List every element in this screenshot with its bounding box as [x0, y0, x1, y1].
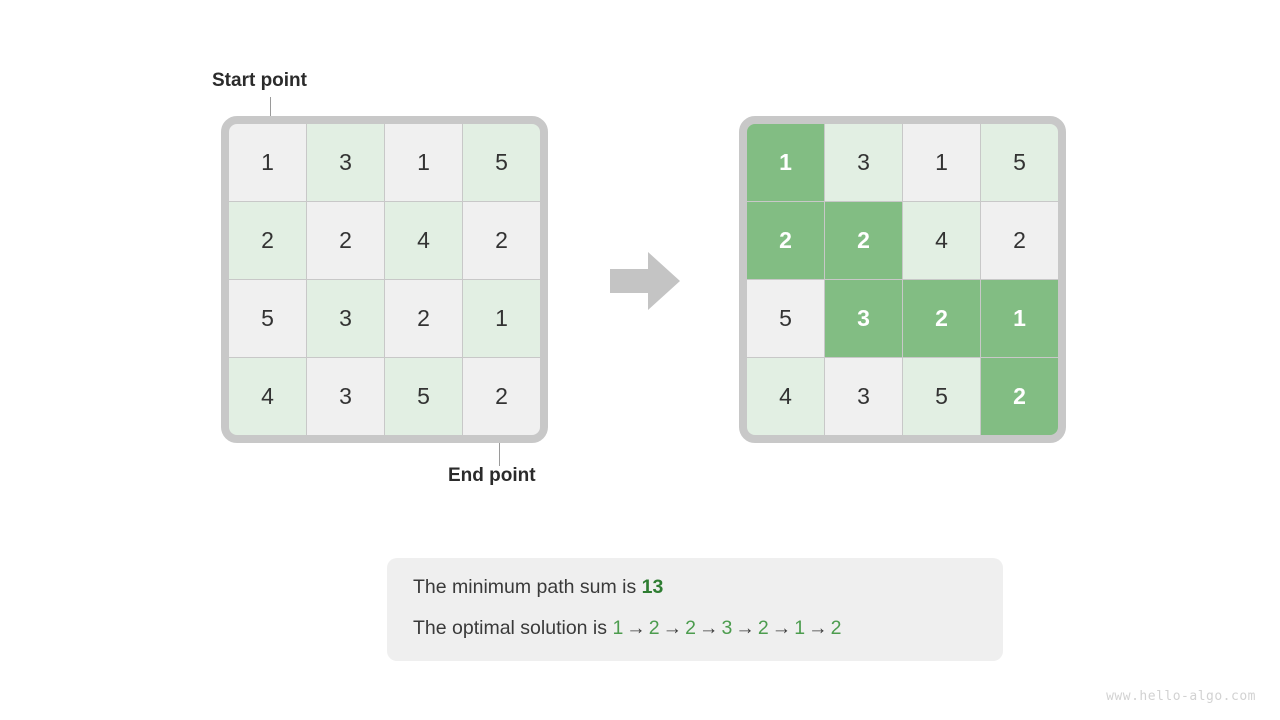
minimum-path-sum-prefix: The minimum path sum is [413, 576, 642, 598]
solution-grid-cell: 3 [825, 280, 902, 357]
solution-grid-cell: 3 [825, 358, 902, 435]
input-grid-cell: 2 [307, 202, 384, 279]
path-arrow-glyph: → [699, 616, 719, 639]
path-step-value: 2 [648, 616, 660, 639]
input-grid-cell: 2 [463, 358, 540, 435]
minimum-path-sum-line: The minimum path sum is 13 [413, 576, 1003, 598]
solution-grid-cell: 2 [825, 202, 902, 279]
solution-grid-cell: 2 [981, 358, 1058, 435]
path-arrow-glyph: → [626, 616, 646, 639]
solution-grid-cell: 3 [825, 124, 902, 201]
solution-grid-cell: 5 [981, 124, 1058, 201]
solution-grid-cell: 5 [903, 358, 980, 435]
end-point-label: End point [448, 465, 536, 486]
path-arrow-glyph: → [771, 616, 792, 639]
input-grid-cell: 5 [463, 124, 540, 201]
input-grid-cell: 1 [229, 124, 306, 201]
input-grid-cell: 3 [307, 124, 384, 201]
result-panel: The minimum path sum is 13 The optimal s… [387, 558, 1003, 661]
optimal-solution-sequence: 1→2→2→3→2→1→2 [612, 617, 841, 639]
input-grid-cell: 3 [307, 358, 384, 435]
solution-grid-cell: 1 [981, 280, 1058, 357]
optimal-solution-prefix: The optimal solution is [413, 616, 613, 639]
path-arrow-glyph: → [735, 616, 755, 639]
start-point-label: Start point [212, 70, 307, 91]
input-grid-cell: 3 [307, 280, 384, 357]
solution-grid-cell: 4 [903, 202, 980, 279]
input-grid-cell: 2 [229, 202, 306, 279]
input-grid-cell: 1 [385, 124, 462, 201]
path-step-value: 1 [794, 616, 806, 639]
input-grid-cell: 2 [385, 280, 462, 357]
solution-grid-cell: 1 [903, 124, 980, 201]
path-step-value: 2 [757, 616, 769, 639]
solution-grid-cell: 4 [747, 358, 824, 435]
optimal-solution-line: The optimal solution is 1→2→2→3→2→1→2 [413, 616, 1003, 639]
solution-grid-cell: 1 [747, 124, 824, 201]
input-grid-cell: 5 [385, 358, 462, 435]
path-step-value: 2 [685, 616, 697, 639]
solution-grid-cell: 2 [903, 280, 980, 357]
input-grid-cell: 1 [463, 280, 540, 357]
input-grid-cell: 5 [229, 280, 306, 357]
path-step-value: 1 [612, 616, 624, 639]
site-watermark: www.hello-algo.com [1106, 689, 1256, 704]
path-arrow-glyph: → [662, 616, 683, 639]
input-grid-cell: 2 [463, 202, 540, 279]
right-block-arrow-icon [610, 252, 680, 310]
path-step-value: 3 [721, 616, 733, 639]
path-arrow-glyph: → [808, 616, 828, 639]
input-grid-cell: 4 [229, 358, 306, 435]
solution-grid-cell: 2 [747, 202, 824, 279]
input-grid-cell: 4 [385, 202, 462, 279]
minimum-path-sum-value: 13 [641, 576, 664, 598]
solution-grid-cell: 2 [981, 202, 1058, 279]
path-step-value: 2 [830, 616, 842, 639]
solution-grid-cell: 5 [747, 280, 824, 357]
